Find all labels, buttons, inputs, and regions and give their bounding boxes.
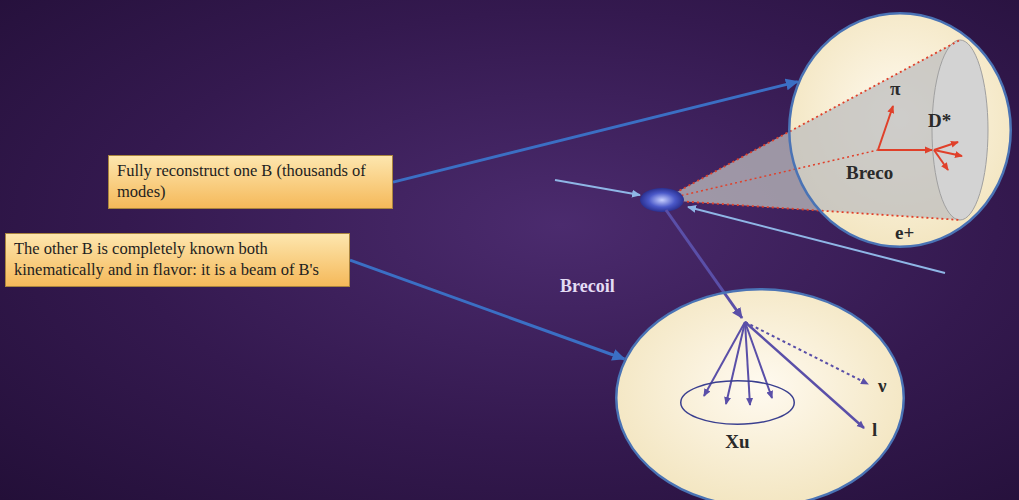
callout-text: Fully reconstruct one B (thousands of mo… <box>117 161 384 202</box>
reco-tracks <box>878 106 962 170</box>
positron-label: e+ <box>895 222 914 244</box>
callout-arrow <box>350 260 624 359</box>
particle-label: Brecoil <box>560 276 615 297</box>
breco-label: Breco <box>846 162 893 184</box>
bubble-fills <box>616 13 1011 500</box>
collision-point <box>640 188 684 212</box>
reco-cone <box>662 40 988 220</box>
bubble-outline <box>615 288 905 500</box>
recoil-b-track <box>666 210 742 318</box>
callout-box: Fully reconstruct one B (thousands of mo… <box>108 155 393 209</box>
dstar-label: D* <box>928 110 951 132</box>
callout-text: The other B is completely known both kin… <box>14 239 341 280</box>
pi-label: π <box>890 78 900 100</box>
bubble-outline <box>788 12 1012 248</box>
lepton-label: l <box>872 419 877 441</box>
neutrino-label: ν <box>878 375 887 397</box>
xu-system: Xu <box>680 380 795 425</box>
recoil-bubble: νlXu <box>615 288 905 500</box>
reco-bubble: πD* Breco e+ <box>788 12 1012 248</box>
callout-box: The other B is completely known both kin… <box>5 233 350 287</box>
beam-lines <box>555 180 945 273</box>
system-label: Xu <box>680 431 795 453</box>
callout-arrow <box>393 82 798 183</box>
bubble-outline <box>680 380 795 425</box>
recoil-tracks <box>704 322 868 428</box>
